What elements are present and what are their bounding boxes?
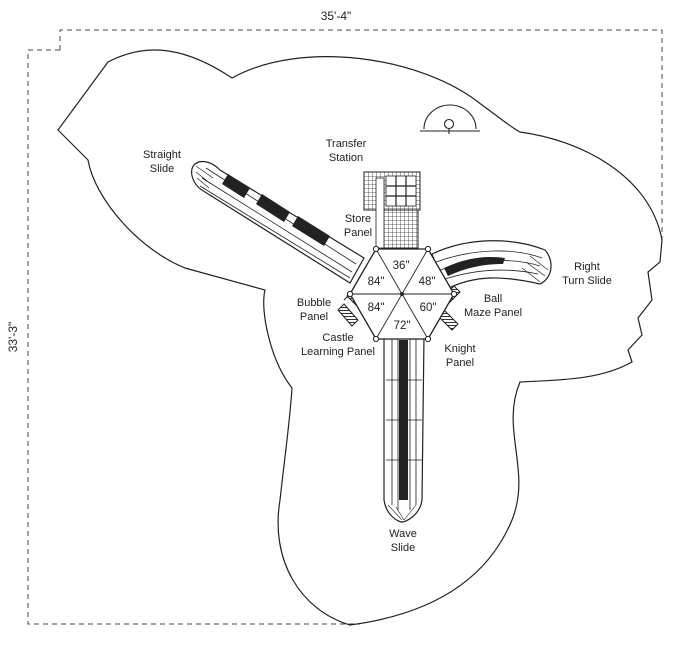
deck-height-top: 36": [393, 260, 410, 272]
dimension-lines: [27, 29, 663, 625]
label-right-turn-slide-1: Right: [574, 261, 600, 273]
wave-slide: [383, 335, 425, 523]
wheelchair-icon: [420, 104, 480, 134]
label-knight-panel-1: Knight: [444, 343, 475, 355]
hex-deck: [346, 245, 458, 343]
height-dimension: 33'-3": [6, 322, 20, 353]
transfer-station: [363, 171, 421, 211]
deck-height-bottom: 72": [394, 320, 411, 332]
width-dimension: 35'-4": [321, 9, 352, 23]
label-wave-slide-1: Wave: [389, 528, 417, 540]
label-store-panel-1: Store: [345, 213, 371, 225]
right-turn-slide: [431, 240, 552, 291]
label-straight-slide-1: Straight: [143, 149, 181, 161]
label-ball-maze-panel-2: Maze Panel: [464, 307, 522, 319]
store-panel-structure: [375, 177, 419, 249]
top-dimension-line: [59, 29, 663, 240]
label-right-turn-slide-2: Turn Slide: [562, 275, 612, 287]
straight-slide: [191, 160, 365, 284]
safety-zone-outline: [57, 49, 663, 626]
label-bubble-panel-2: Panel: [300, 311, 328, 323]
deck-height-lower-right: 60": [420, 302, 437, 314]
label-transfer-station-2: Station: [329, 152, 363, 164]
deck-height-upper-right: 48": [419, 276, 436, 288]
label-bubble-panel-1: Bubble: [297, 297, 331, 309]
label-ball-maze-panel-1: Ball: [484, 293, 502, 305]
left-dimension-line: [27, 49, 360, 625]
label-knight-panel-2: Panel: [446, 357, 474, 369]
label-castle-learning-panel-1: Castle: [322, 332, 353, 344]
label-store-panel-2: Panel: [344, 227, 372, 239]
label-wave-slide-2: Slide: [391, 542, 415, 554]
label-transfer-station-1: Transfer: [326, 138, 367, 150]
deck-height-upper-left: 84": [368, 276, 385, 288]
deck-height-lower-left: 84": [368, 302, 385, 314]
label-straight-slide-2: Slide: [150, 163, 174, 175]
label-castle-learning-panel-2: Learning Panel: [301, 346, 375, 358]
